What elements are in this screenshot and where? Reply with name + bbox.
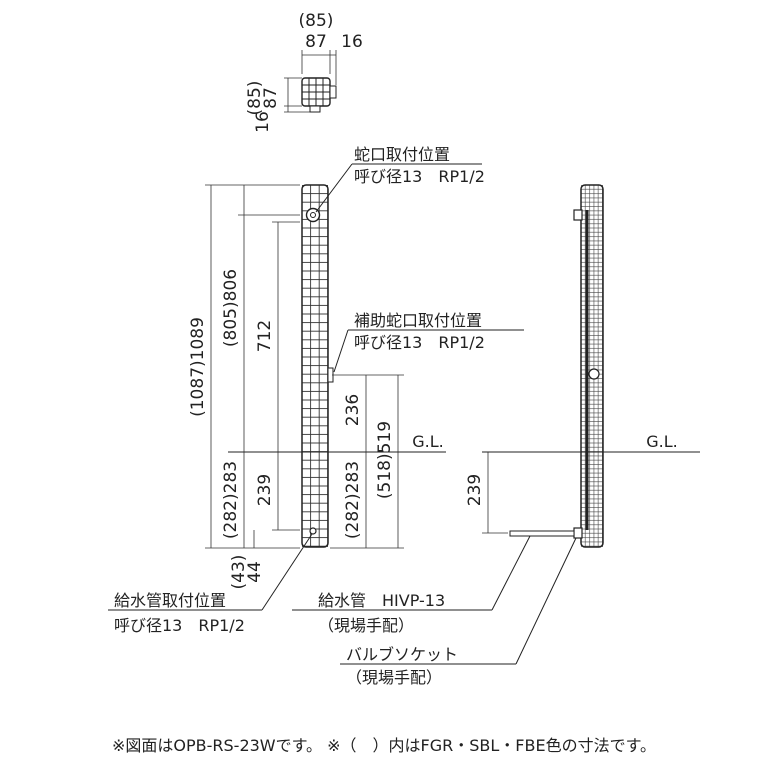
- top-depth: 87: [261, 87, 281, 109]
- dim-aux-total: (518)519: [375, 421, 395, 499]
- top-offset-bottom-label: 16: [253, 111, 273, 133]
- side-post-grid: [581, 185, 603, 547]
- faucet-position-label: 蛇口取付位置: [354, 145, 450, 164]
- footnote: ※図面はOPB-RS-23Wです。 ※（ ）内はFGR・SBL・FBE色の寸法で…: [112, 736, 656, 755]
- top-view: (85) 87 16 (85) 87 16: [245, 11, 363, 133]
- dim-below-gl: (282)283: [221, 461, 241, 539]
- side-faucet-fitting: [573, 209, 583, 221]
- gl-label-front: G.L.: [412, 432, 443, 451]
- top-offset-bottom: 16: [253, 111, 273, 133]
- supply-size-label: 呼び径13 RP1/2: [114, 616, 245, 635]
- callout-supply-pipe: 給水管 HIVP-13 （現場手配）: [292, 535, 531, 635]
- top-depth-paren: (85): [245, 81, 265, 116]
- dim-239-side: 239: [465, 474, 485, 506]
- callout-supply-position: 給水管取付位置 呼び径13 RP1/2: [108, 533, 313, 635]
- gl-label-side: G.L.: [646, 432, 677, 451]
- top-faucet-stub: [329, 85, 337, 99]
- supply-mount-icon: [309, 527, 317, 535]
- dim-bottom-paren: (43): [229, 555, 249, 590]
- front-post-outline: [301, 184, 329, 548]
- supply-pipe: [509, 530, 575, 537]
- top-offset-right: 16: [341, 32, 363, 52]
- dim-712: 712: [255, 320, 275, 352]
- dim-236: 236: [343, 394, 363, 426]
- supply-position-label: 給水管取付位置: [114, 591, 226, 610]
- valve-socket-label: バルブソケット: [346, 645, 458, 664]
- side-post-outline: [580, 184, 604, 548]
- side-supply-fitting: [573, 527, 583, 539]
- dim-faucet-height: (805)806: [221, 269, 241, 347]
- supply-pipe-note: （現場手配）: [318, 616, 414, 635]
- callout-faucet: 蛇口取付位置 呼び径13 RP1/2: [315, 145, 485, 213]
- dim-below-gl-2: (282)283: [343, 461, 363, 539]
- dim-239-front: 239: [255, 474, 275, 506]
- front-post-grid: [302, 185, 328, 547]
- top-width-paren: (85): [299, 11, 334, 31]
- aux-faucet-position-label: 補助蛇口取付位置: [354, 311, 482, 330]
- top-depth-labels: (85) 87: [245, 81, 281, 116]
- callout-valve-socket: バルブソケット （現場手配）: [340, 537, 577, 687]
- side-view: 239 G.L.: [465, 184, 700, 548]
- side-aux-fitting: [588, 368, 600, 380]
- front-view: (1087)1089 (805)806 712 (282)283 239 236…: [188, 184, 446, 590]
- dim-total: (1087)1089: [188, 317, 208, 417]
- top-post-grid: [302, 78, 330, 106]
- aux-faucet-size-label: 呼び径13 RP1/2: [354, 333, 485, 352]
- top-pipe-stub: [309, 105, 321, 113]
- dim-bottom: 44: [245, 561, 265, 583]
- callout-aux-faucet: 補助蛇口取付位置 呼び径13 RP1/2: [333, 311, 524, 373]
- supply-pipe-label: 給水管 HIVP-13: [318, 591, 445, 610]
- top-width: 87: [305, 32, 327, 52]
- faucet-size-label: 呼び径13 RP1/2: [354, 167, 485, 186]
- valve-socket-note: （現場手配）: [346, 668, 442, 687]
